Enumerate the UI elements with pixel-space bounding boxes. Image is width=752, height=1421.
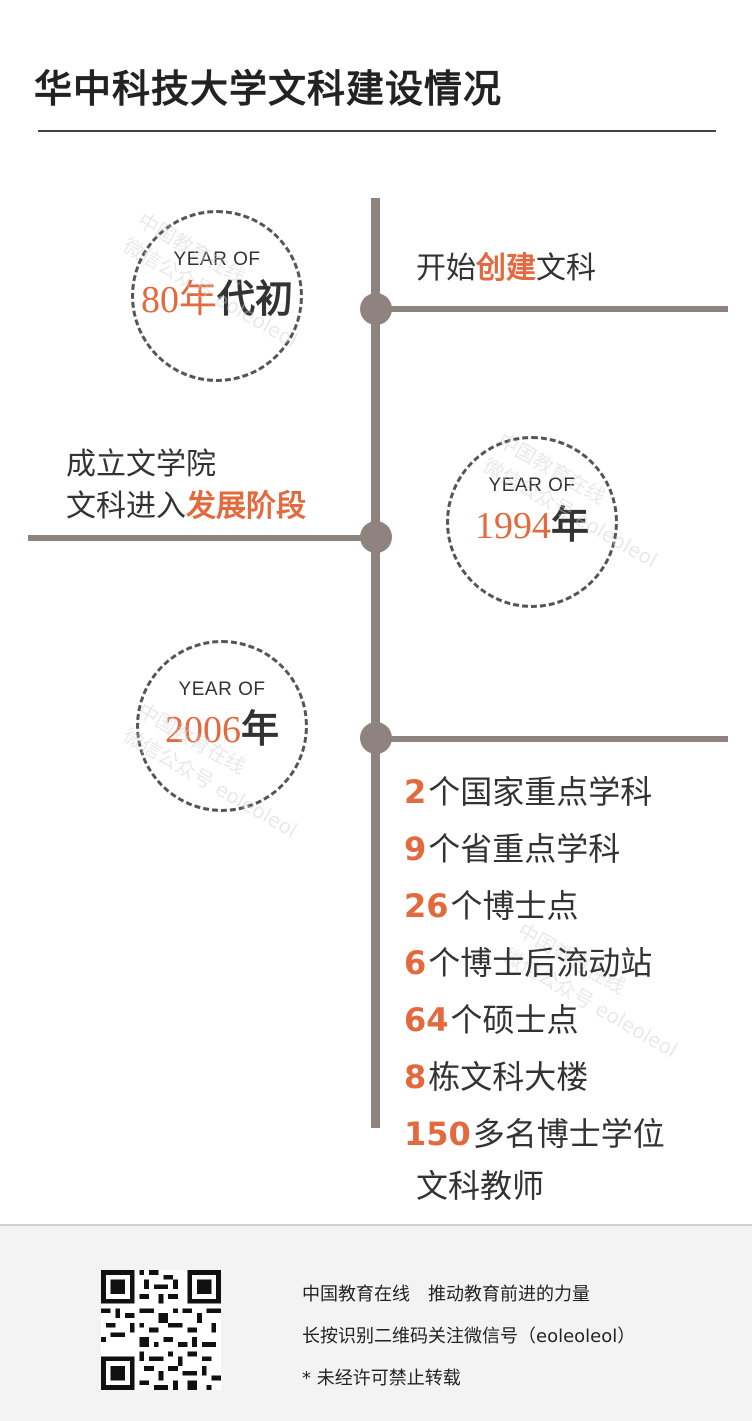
timeline-dot-2	[360, 521, 392, 553]
stat-number: 8	[404, 1058, 427, 1096]
timeline-dot-3	[360, 722, 392, 754]
stat-text: 栋文科大楼	[428, 1058, 589, 1096]
footer: 中国教育在线 推动教育前进的力量 长按识别二维码关注微信号（eoleoleol）…	[0, 1224, 752, 1421]
title-divider	[38, 130, 716, 132]
qr-code[interactable]	[101, 1270, 221, 1390]
event-highlight: 创建	[476, 251, 536, 286]
footer-copyright: * 未经许可禁止转载	[302, 1368, 461, 1389]
event-text: 文科进入	[66, 489, 186, 524]
timeline-branch-2	[28, 535, 373, 541]
timeline-branch-3	[380, 736, 728, 742]
year-unit: 年	[550, 503, 589, 547]
stat-item: 26个博士点	[404, 878, 724, 935]
year-circle-2: YEAR OF 1994年	[446, 436, 618, 608]
timeline-spine	[371, 198, 380, 1128]
event-line: 文科进入发展阶段	[66, 486, 306, 528]
year-number: 1994	[474, 505, 551, 547]
stat-text: 个硕士点	[450, 1001, 579, 1039]
stat-text: 个博士点	[450, 887, 579, 925]
footer-text: 中国教育在线 推动教育前进的力量 长按识别二维码关注微信号（eoleoleol）…	[302, 1274, 635, 1400]
stat-number: 26	[404, 887, 449, 925]
stat-text: 多名博士学位	[472, 1115, 665, 1153]
year-of-label: YEAR OF	[178, 679, 266, 700]
event-2: 成立文学院 文科进入发展阶段	[66, 444, 306, 528]
year-circle-3: YEAR OF 2006年	[136, 640, 308, 812]
event-line: 成立文学院	[66, 447, 216, 482]
stat-item: 150多名博士学位	[404, 1106, 724, 1163]
event-highlight: 发展阶段	[186, 489, 306, 524]
stat-item: 2个国家重点学科	[404, 764, 724, 821]
year-value: 2006年	[139, 707, 305, 752]
stat-continuation: 文科教师	[416, 1167, 545, 1205]
year-value: 1994年	[449, 503, 615, 548]
timeline-branch-1	[380, 306, 728, 312]
year-circle-1: YEAR OF 80年代初	[131, 210, 303, 382]
footer-qr-hint: 长按识别二维码关注微信号（eoleoleol）	[302, 1326, 636, 1347]
stat-item: 6个博士后流动站	[404, 935, 724, 992]
stat-number: 2	[404, 773, 427, 811]
stat-text: 个博士后流动站	[428, 944, 653, 982]
timeline-dot-1	[360, 293, 392, 325]
stat-item: 64个硕士点	[404, 992, 724, 1049]
stat-number: 150	[404, 1115, 471, 1153]
year-value: 80年代初	[134, 277, 300, 322]
stat-text: 个省重点学科	[428, 830, 621, 868]
footer-slogan: 中国教育在线 推动教育前进的力量	[302, 1284, 590, 1305]
event-1: 开始创建文科	[416, 248, 596, 290]
stat-number: 9	[404, 830, 427, 868]
event-text: 开始	[416, 251, 476, 286]
stats-list: 2个国家重点学科 9个省重点学科 26个博士点 6个博士后流动站 64个硕士点 …	[404, 764, 724, 1209]
year-number: 2006	[164, 709, 241, 751]
stat-item: 8栋文科大楼	[404, 1049, 724, 1106]
stat-text: 个国家重点学科	[428, 773, 653, 811]
page-title: 华中科技大学文科建设情况	[34, 67, 503, 111]
event-text: 文科	[536, 251, 596, 286]
stat-item: 9个省重点学科	[404, 821, 724, 878]
year-of-label: YEAR OF	[173, 249, 261, 270]
year-of-label: YEAR OF	[488, 475, 576, 496]
year-unit: 代初	[217, 277, 294, 321]
stat-number: 6	[404, 944, 427, 982]
year-number: 80年	[140, 279, 217, 321]
stat-number: 64	[404, 1001, 449, 1039]
year-unit: 年	[240, 707, 279, 751]
